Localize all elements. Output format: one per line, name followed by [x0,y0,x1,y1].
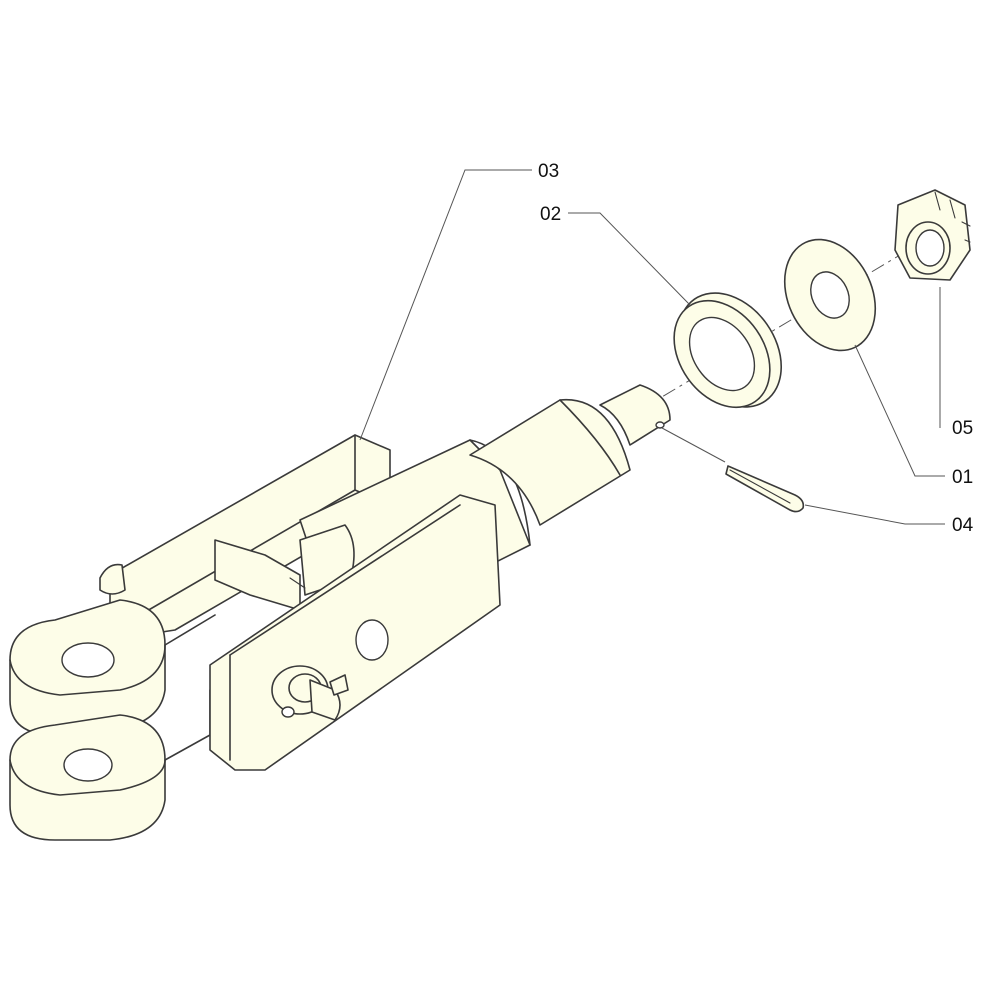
rear-stud [99,563,126,595]
thick-washer [673,292,783,409]
clevis-assembly [9,384,671,841]
front-plate-hole [355,619,389,661]
castle-nut-slots [934,191,971,243]
flat-washer [783,238,877,352]
callout-04: 04 [952,515,974,536]
bushing-detail [289,577,306,589]
leader-03 [359,169,532,441]
grease-nipple [329,674,349,696]
castle-nut-bore [915,229,945,267]
flat-washer-bore [810,271,850,319]
callout-01: 01 [952,467,973,488]
castle-nut [894,189,971,281]
leader-02 [568,212,691,306]
callout-02: 02 [540,204,561,225]
sleeve-shade-line [559,399,621,476]
callout-03: 03 [538,161,559,182]
pin-lock-hole [281,706,295,718]
upper-eye-face [9,644,166,696]
upper-eye-arm [164,614,216,646]
upper-eye-hole [61,642,115,678]
leader-01 [854,344,945,477]
callout-05: 05 [952,418,973,439]
leader-04-hole [661,427,726,463]
lower-eye-hole [63,748,113,782]
front-plate-top-edge [229,504,461,656]
leader-04-pin [804,504,945,525]
barrel-sleeve [469,398,631,526]
cotter-pin-split [729,469,791,504]
threaded-stud-end [599,384,671,446]
thick-washer-bore [688,316,756,392]
lower-eye-arm [164,689,211,761]
cotter-hole [655,421,665,429]
cotter-pin [725,465,805,513]
lower-eye-face [9,759,166,796]
